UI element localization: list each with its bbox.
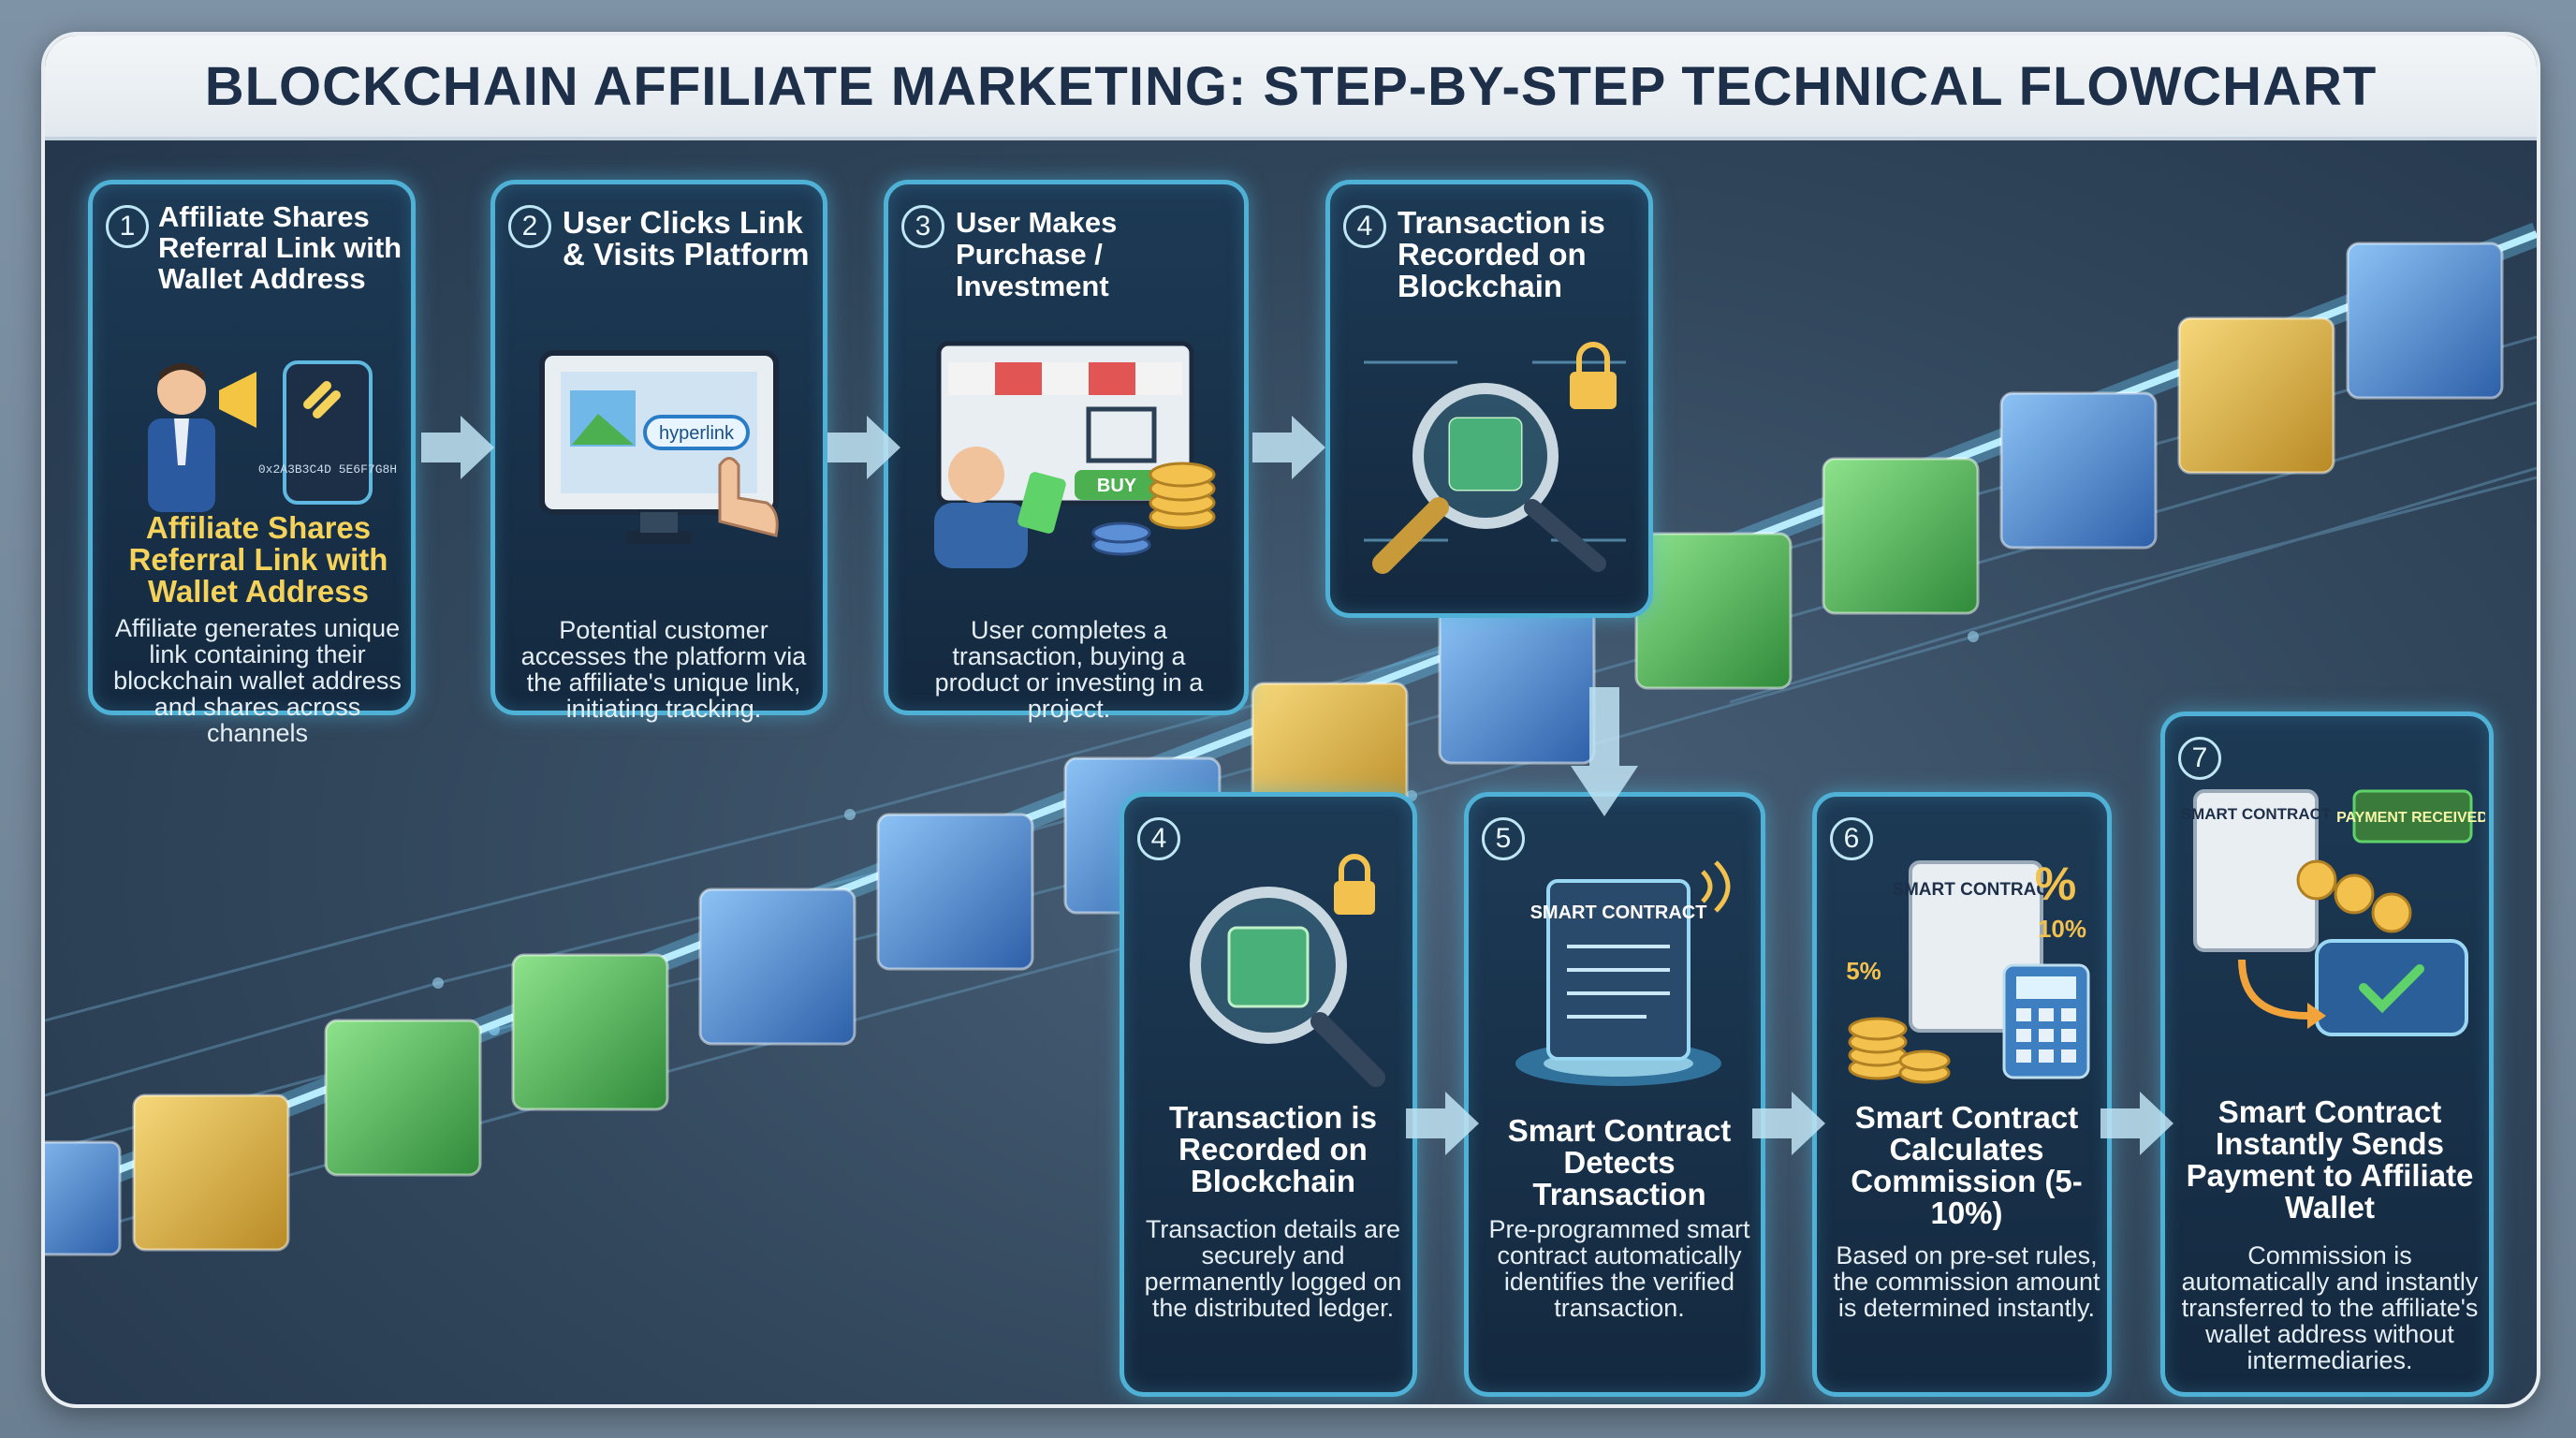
- step-1-description: Affiliate generates unique link containi…: [113, 614, 402, 747]
- step-1-card: 1 Affiliate Shares Referral Link with Wa…: [88, 180, 416, 746]
- phone-wallet-text: 0x2A3B3C4D 5E6F7G8H: [258, 462, 397, 477]
- arrow-4-to-5: [1406, 1092, 1479, 1155]
- step-4-number: 4: [1137, 817, 1180, 860]
- hyperlink-text: hyperlink: [659, 423, 735, 444]
- smart-contract-detect-illustration: SMART CONTRACT: [1515, 860, 1731, 1086]
- coins-icon: [1848, 1017, 1951, 1084]
- step-5-card: 5 SMART CONTRACT Smart Contract Detects …: [1464, 792, 1765, 1397]
- wallet-icon: [2315, 939, 2468, 1036]
- coin-flow-icon: [2296, 859, 2412, 933]
- computer-click-illustration: hyperlink: [539, 350, 779, 544]
- contract-label: SMART CONTRACT: [1530, 902, 1707, 923]
- blockchain-inspect-illustration: [1364, 342, 1626, 574]
- affiliate-sharing-illustration: 0x2A3B3C4D 5E6F7G8H: [148, 360, 397, 512]
- contract-label: SMART CONTRACT: [1892, 880, 2060, 900]
- step-3-card: 3 User Makes Purchase / Investment BUY U…: [884, 180, 1249, 722]
- step-2-title: User Clicks Link & Visits Platform: [563, 205, 810, 271]
- lock-icon: [1334, 881, 1375, 915]
- step-4-number-top: 4: [1343, 205, 1386, 248]
- step-7-description: Commission is automatically and instantl…: [2181, 1241, 2479, 1374]
- payment-badge: [2352, 789, 2473, 844]
- purchase-illustration: BUY: [934, 341, 1216, 568]
- step-7-number: 7: [2178, 737, 2221, 780]
- payment-illustration: SMART CONTRACT PAYMENT RECEIVED: [2181, 789, 2485, 1036]
- step-3-title: User Makes Purchase / Investment: [956, 206, 1118, 302]
- buy-button-text: BUY: [1097, 476, 1137, 496]
- link-icon: [303, 381, 341, 418]
- step-4-card-top: 4 Transaction is Recorded on Blockchain: [1325, 180, 1653, 618]
- step-6-title: Smart Contract Calculates Commission (5-…: [1851, 1100, 2083, 1230]
- step-5-number: 5: [1482, 817, 1525, 860]
- step-7-card: 7 SMART CONTRACT PAYMENT RECEIVED Smart …: [2160, 712, 2494, 1397]
- step-4-description: Transaction details are securely and per…: [1144, 1215, 1402, 1322]
- coins-icon: [1149, 462, 1216, 530]
- step-5-description: Pre-programmed smart contract automatica…: [1488, 1215, 1750, 1322]
- step-1-subtitle: Affiliate Shares Referral Link with Wall…: [128, 510, 388, 609]
- signal-icon: [1701, 860, 1731, 913]
- step-3-description: User completes a transaction, buying a p…: [934, 616, 1204, 723]
- step-6-card: 6 SMART CONTRACT % 10% 5% Smart Contract…: [1812, 792, 2112, 1397]
- megaphone-icon: [219, 372, 256, 428]
- step-2-number: 2: [508, 205, 551, 248]
- step-4-title: Transaction is Recorded on Blockchain: [1169, 1100, 1377, 1198]
- contract-label: SMART CONTRACT: [2181, 805, 2332, 823]
- blockchain-chain-background: [45, 222, 2537, 1256]
- arrow-6-to-7: [2100, 1092, 2174, 1155]
- step-6-description: Based on pre-set rules, the commission a…: [1833, 1241, 2100, 1322]
- arrow-5-to-6: [1752, 1092, 1825, 1155]
- ledger-inspect-illustration: [1190, 854, 1385, 1087]
- arrow-3-to-4: [1252, 416, 1325, 479]
- arrow-1-to-2: [421, 416, 494, 479]
- step-1-title: Affiliate Shares Referral Link with Wall…: [158, 200, 402, 295]
- step-7-title: Smart Contract Instantly Sends Payment t…: [2186, 1094, 2474, 1225]
- step-4-card: 4 Transaction is Recorded on Blockchain …: [1120, 792, 1417, 1397]
- arrow-2-to-3: [827, 416, 900, 479]
- infographic-frame: BLOCKCHAIN AFFILIATE MARKETING: STEP-BY-…: [41, 32, 2540, 1408]
- cart-icon: [1086, 406, 1157, 463]
- phone-icon: [283, 360, 373, 505]
- step-3-number: 3: [901, 205, 944, 248]
- step-6-number: 6: [1830, 817, 1873, 860]
- lock-icon: [1570, 372, 1617, 409]
- pointer-hand-icon: [718, 457, 779, 537]
- commission-calc-illustration: SMART CONTRACT % 10% 5%: [1846, 858, 2090, 1084]
- hyperlink-button: [643, 415, 750, 450]
- step-1-number: 1: [106, 205, 149, 248]
- step-4-title-top: Transaction is Recorded on Blockchain: [1398, 205, 1605, 303]
- payment-badge-text: PAYMENT RECEIVED: [2336, 810, 2485, 826]
- arrow-4-down: [1571, 687, 1638, 816]
- percent-low: 5%: [1846, 957, 1881, 985]
- page-title: BLOCKCHAIN AFFILIATE MARKETING: STEP-BY-…: [204, 55, 2378, 117]
- step-2-description: Potential customer accesses the platform…: [520, 616, 807, 723]
- percent-icon: %: [2035, 858, 2076, 910]
- percent-high: 10%: [2038, 915, 2086, 943]
- step-5-title: Smart Contract Detects Transaction: [1507, 1113, 1732, 1211]
- step-2-card: 2 User Clicks Link & Visits Platform hyp…: [490, 180, 827, 722]
- title-bar: BLOCKCHAIN AFFILIATE MARKETING: STEP-BY-…: [45, 36, 2537, 140]
